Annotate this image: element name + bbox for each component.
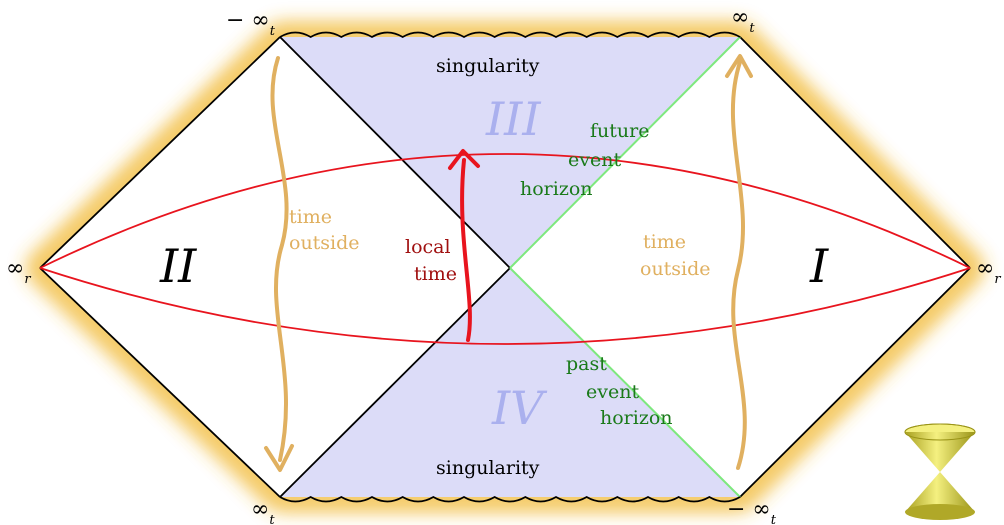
corner-bottom-left-sub: t — [269, 513, 275, 525]
region-iii-shading — [280, 37, 740, 268]
future-horizon-label-line2: event — [568, 149, 621, 171]
local-time-label-line1: local — [405, 236, 451, 258]
svg-text:∞r: ∞r — [6, 256, 31, 287]
corner-right-symbol: ∞ — [976, 256, 994, 281]
corner-top-left: − ∞t — [226, 8, 276, 39]
svg-text:∞t: ∞t — [251, 497, 275, 525]
region-i-label: I — [809, 239, 829, 293]
corner-left-sub: r — [24, 272, 31, 287]
time-outside-right-arrowhead — [725, 54, 753, 78]
svg-text:− ∞t: − ∞t — [226, 8, 276, 39]
left-future-diagonal — [279, 36, 511, 269]
time-outside-left-arrowhead — [264, 444, 294, 472]
past-event-horizon-line — [509, 267, 741, 498]
time-outside-left-arrow — [270, 56, 289, 462]
time-outside-right-arrow — [731, 60, 747, 470]
future-event-horizon-line — [509, 36, 741, 269]
future-horizon-label-line3: horizon — [520, 178, 593, 200]
svg-text:− ∞t: − ∞t — [727, 497, 777, 525]
red-curve-upper — [39, 153, 971, 269]
corner-top-left-symbol: − ∞ — [226, 8, 270, 33]
corner-top-right-symbol: ∞ — [731, 5, 749, 30]
corner-bottom-right: − ∞t — [727, 497, 777, 525]
corner-left-symbol: ∞ — [6, 256, 24, 281]
singularity-top-line — [279, 31, 741, 39]
past-horizon-label-line2: event — [586, 381, 639, 403]
local-time-label-line2: time — [414, 263, 457, 285]
corner-top-left-sub: t — [270, 24, 276, 39]
corner-bottom-left-symbol: ∞ — [251, 497, 269, 522]
corner-bottom-right-symbol: − ∞ — [727, 497, 771, 522]
past-horizon-label-line3: horizon — [600, 407, 673, 429]
left-past-diagonal — [279, 267, 511, 498]
future-horizon-label-line1: future — [590, 120, 649, 142]
svg-text:∞t: ∞t — [731, 5, 755, 36]
region-iv-shading — [280, 268, 740, 497]
singularity-top-label: singularity — [436, 55, 540, 77]
corner-top-right: ∞t — [731, 5, 755, 36]
time-outside-left-line2: outside — [289, 232, 360, 254]
region-iv-label: IV — [491, 381, 548, 435]
past-horizon-label-line1: past — [566, 353, 607, 375]
red-curve-lower — [39, 267, 971, 345]
region-ii-label: II — [159, 239, 197, 293]
corner-top-right-sub: t — [749, 21, 755, 36]
diamond-outline — [39, 36, 971, 498]
local-time-arrowhead — [448, 149, 480, 170]
time-outside-right-line2: outside — [640, 258, 711, 280]
corner-bottom-right-sub: t — [771, 513, 777, 525]
svg-text:∞r: ∞r — [976, 256, 1001, 287]
corner-bottom-left: ∞t — [251, 497, 275, 525]
singularity-bottom-label: singularity — [436, 457, 540, 479]
corner-right-sub: r — [994, 272, 1001, 287]
singularity-bottom-line — [279, 495, 741, 503]
corner-left: ∞r — [6, 256, 31, 287]
time-outside-left-line1: time — [289, 206, 332, 228]
light-cone-icon — [904, 423, 976, 520]
region-iii-label: III — [485, 92, 541, 146]
corner-right: ∞r — [976, 256, 1001, 287]
local-time-arrow — [460, 158, 472, 342]
time-outside-right-line1: time — [643, 231, 686, 253]
